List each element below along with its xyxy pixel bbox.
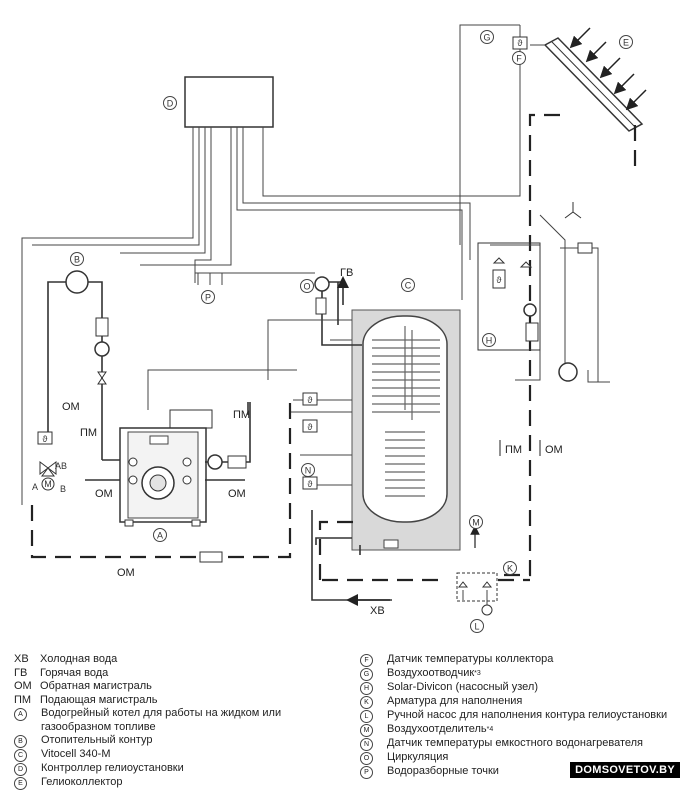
solar-collector	[459, 24, 644, 245]
legend-marker: E	[14, 777, 27, 790]
boiler-flow-label: ПМ	[233, 409, 250, 421]
legend-marker: M	[360, 724, 373, 737]
marker-l: L	[474, 622, 479, 632]
heating-return-label-1: ОМ	[62, 401, 80, 413]
marker-p: P	[205, 293, 211, 303]
boiler-return-label: ОМ	[95, 488, 113, 500]
legend-marker: A	[14, 708, 27, 721]
storage-tank-vitocell	[351, 309, 461, 551]
valve-b-label: B	[60, 484, 66, 494]
legend-marker: H	[360, 682, 373, 695]
legend-text: Отопительный контур	[41, 734, 153, 746]
valve-m: M	[44, 479, 52, 489]
tank-sensor-upper: ϑ	[308, 395, 313, 405]
legend-key: ПМ	[14, 693, 32, 706]
solar-return-label: ОМ	[545, 444, 563, 456]
solar-controller	[21, 25, 521, 505]
bottom-return-label: ОМ	[117, 567, 135, 579]
legend-text: Ручной насос для наполнения контура гели…	[387, 709, 668, 721]
marker-b: B	[74, 255, 80, 265]
site-watermark: DOMSOVETOV.BY	[570, 762, 680, 778]
filling-fittings	[456, 572, 498, 605]
legend-marker: C	[14, 749, 27, 762]
marker-a: A	[157, 531, 163, 541]
legend-text: Холодная вода	[40, 653, 118, 665]
legend-text: Обратная магистраль	[40, 680, 152, 692]
legend-key: ХВ	[14, 653, 29, 665]
legend-marker: N	[360, 738, 373, 751]
marker-k: K	[507, 564, 513, 574]
heating-flow-label-1: ПМ	[80, 427, 97, 439]
safety-valve	[564, 202, 582, 219]
legend-marker: B	[14, 735, 27, 748]
circulation-pump	[314, 276, 330, 292]
legend-text: Подающая магистраль	[40, 693, 158, 706]
legend-left: ХВ Холодная вода ГВ Горячая вода ОМ Обратна…	[14, 653, 344, 790]
solar-flow-label: ПМ	[505, 444, 522, 456]
marker-m: M	[472, 518, 480, 528]
legend-text: Горячая вода	[40, 666, 109, 679]
legend-text: Контроллер гелиоустановки	[41, 762, 184, 774]
heating-circuit	[47, 270, 125, 461]
mixing-valve: M	[39, 461, 57, 491]
legend-marker: D	[14, 763, 27, 776]
legend-text: Датчик температуры коллектора	[387, 653, 554, 665]
legend-text: Датчик температуры емкостного водонагрев…	[387, 737, 644, 749]
cold-water-label: ХВ	[370, 605, 385, 617]
legend-marker: K	[360, 696, 373, 709]
solar-heating-schematic: D E ϑ F G ϑ H	[21, 24, 647, 633]
sun-rays	[569, 27, 647, 111]
legend-marker: O	[360, 752, 373, 765]
marker-f: F	[516, 54, 522, 64]
collector-sensor: ϑ	[518, 38, 523, 48]
heating-sensor: ϑ	[43, 434, 48, 444]
legend-text: Водогрейный котел для работы на жидком и…	[41, 707, 282, 733]
boiler	[119, 409, 213, 527]
legend-text: Гелиоколлектор	[41, 776, 123, 788]
marker-g: G	[483, 33, 490, 43]
divicon-thermometer: ϑ	[497, 275, 502, 285]
marker-o: O	[303, 282, 310, 292]
marker-c: C	[405, 281, 412, 291]
marker-n: N	[305, 466, 312, 476]
legend-marker: F	[360, 654, 373, 667]
legend-right: F Датчик температуры коллектора G Воздухоо…	[360, 653, 680, 779]
pressure-gauge	[577, 242, 593, 254]
legend-key: ГВ	[14, 666, 28, 679]
marker-e: E	[623, 38, 629, 48]
legend-text: Воздухоотводчик	[387, 667, 475, 679]
tank-sensor-n: ϑ	[308, 479, 313, 489]
boiler-return-label-2: ОМ	[228, 488, 246, 500]
solar-return-line	[500, 113, 637, 577]
legend-text: Циркуляция	[387, 751, 449, 763]
legend-text: Водоразборные точки	[387, 765, 499, 777]
legend-marker: G	[360, 668, 373, 681]
draw-off-points	[195, 272, 315, 285]
tank-sensor-middle: ϑ	[308, 422, 313, 432]
marker-h: H	[486, 336, 493, 346]
valve-a-label: A	[32, 482, 38, 492]
solar-divicon: ϑ	[477, 242, 541, 351]
legend-text: Арматура для наполнения	[387, 695, 523, 707]
bottom-return-loop	[30, 400, 292, 559]
legend-marker: P	[360, 766, 373, 779]
legend-marker: L	[360, 710, 373, 723]
manual-fill-pump	[481, 604, 493, 616]
legend-text: Vitocell 340-M	[41, 748, 111, 760]
legend-footnote: *3	[474, 670, 481, 677]
hot-water-label: ГВ	[340, 267, 353, 279]
legend-text: Solar-Divicon (насосный узел)	[387, 681, 538, 693]
legend-footnote: *4	[486, 726, 494, 733]
valve-ab-label: AB	[55, 461, 67, 471]
expansion-vessel	[558, 362, 578, 382]
legend-text: Воздухоотделитель	[387, 723, 487, 735]
boiler-pump	[207, 454, 223, 470]
marker-d: D	[167, 99, 174, 109]
legend-key: ОМ	[14, 680, 32, 692]
